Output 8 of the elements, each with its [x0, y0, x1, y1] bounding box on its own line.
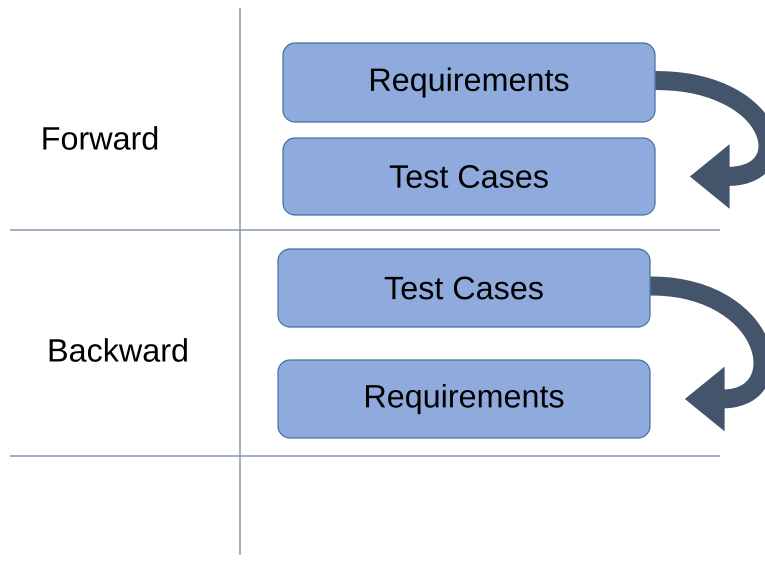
- process-box: Requirements: [277, 359, 651, 439]
- process-box: Requirements: [282, 42, 656, 123]
- row-label: Backward: [50, 338, 187, 362]
- curved-arrow: [650, 276, 765, 432]
- process-box: Test Cases: [277, 248, 651, 328]
- row-label: Forward: [43, 126, 158, 150]
- process-box: Test Cases: [282, 137, 656, 216]
- curved-arrow: [655, 71, 765, 209]
